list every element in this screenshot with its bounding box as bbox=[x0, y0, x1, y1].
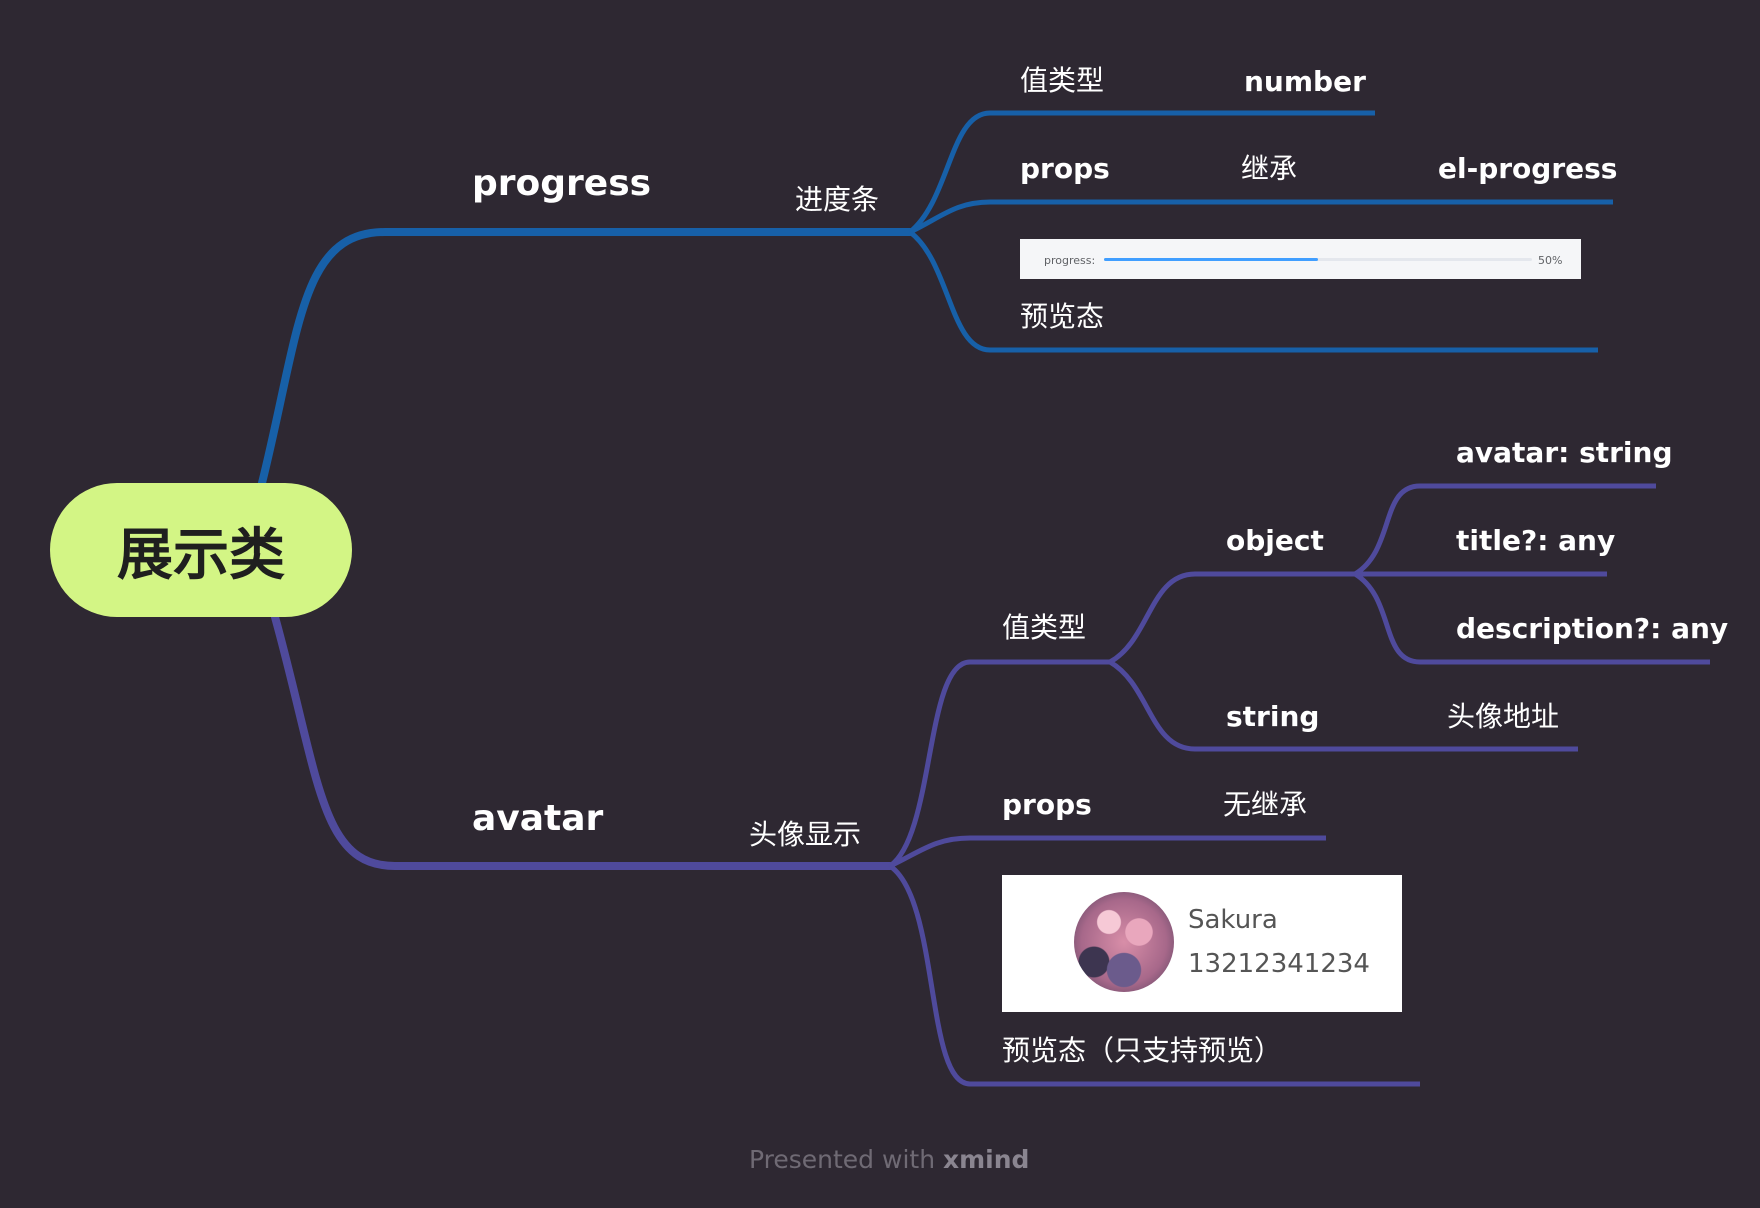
object-field-title[interactable]: title?: any bbox=[1456, 524, 1616, 557]
progress-valuetype-value[interactable]: number bbox=[1244, 65, 1366, 98]
avatar-phone: 13212341234 bbox=[1188, 949, 1370, 979]
valuetype-object-connector bbox=[1108, 571, 1365, 665]
footer-credit: Presented with xmind bbox=[749, 1145, 1029, 1174]
progress-preview-image: progress: 50% bbox=[1020, 239, 1581, 279]
valuetype-object-label[interactable]: object bbox=[1226, 524, 1324, 557]
branch-progress-label[interactable]: progress bbox=[472, 163, 652, 204]
avatar-props-relation[interactable]: 无继承 bbox=[1223, 788, 1308, 821]
object-field-3-connector bbox=[1353, 571, 1710, 665]
avatar-preview-connector bbox=[888, 863, 1420, 1087]
valuetype-string-desc[interactable]: 头像地址 bbox=[1447, 700, 1560, 733]
avatar-desc-label[interactable]: 头像显示 bbox=[749, 818, 862, 851]
progress-valuetype-connector bbox=[908, 110, 1375, 234]
avatar-props-connector bbox=[888, 835, 1326, 869]
branch-avatar-label[interactable]: avatar bbox=[472, 798, 604, 839]
avatar-valuetype-connector bbox=[888, 659, 1110, 869]
progress-bar-label: progress: bbox=[1044, 254, 1096, 267]
avatar-valuetype-label[interactable]: 值类型 bbox=[1002, 611, 1087, 644]
avatar-name: Sakura bbox=[1188, 905, 1278, 935]
progress-valuetype-label[interactable]: 值类型 bbox=[1020, 64, 1105, 97]
valuetype-string-connector bbox=[1108, 659, 1578, 752]
avatar-preview-image: Sakura 13212341234 bbox=[1002, 875, 1402, 1012]
progress-preview-connector bbox=[908, 230, 1598, 353]
footer-prefix: Presented with bbox=[749, 1145, 936, 1174]
progress-desc-label[interactable]: 进度条 bbox=[795, 183, 880, 216]
progress-bar-percent: 50% bbox=[1538, 254, 1563, 267]
object-field-description[interactable]: description?: any bbox=[1456, 612, 1729, 645]
footer-brand-logo: xmind bbox=[943, 1145, 1030, 1174]
avatar-preview-label[interactable]: 预览态（只支持预览） bbox=[1002, 1034, 1283, 1067]
avatar-photo bbox=[1074, 892, 1174, 992]
root-node[interactable]: 展示类 bbox=[50, 483, 352, 617]
progress-bar-fill bbox=[1104, 258, 1318, 261]
progress-preview-label[interactable]: 预览态 bbox=[1020, 300, 1105, 333]
branch-avatar-connector bbox=[271, 613, 894, 870]
progress-props-relation[interactable]: 继承 bbox=[1241, 152, 1298, 185]
branch-progress-connector bbox=[258, 228, 914, 487]
avatar-props-label[interactable]: props bbox=[1002, 788, 1092, 821]
object-field-1-connector bbox=[1353, 483, 1656, 577]
progress-bar-track bbox=[1104, 258, 1532, 261]
progress-props-connector bbox=[908, 199, 1613, 235]
valuetype-string-label[interactable]: string bbox=[1226, 700, 1320, 733]
progress-props-label[interactable]: props bbox=[1020, 152, 1110, 185]
object-field-avatar[interactable]: avatar: string bbox=[1456, 436, 1673, 469]
progress-props-target[interactable]: el-progress bbox=[1438, 152, 1618, 185]
root-label: 展示类 bbox=[117, 522, 285, 588]
